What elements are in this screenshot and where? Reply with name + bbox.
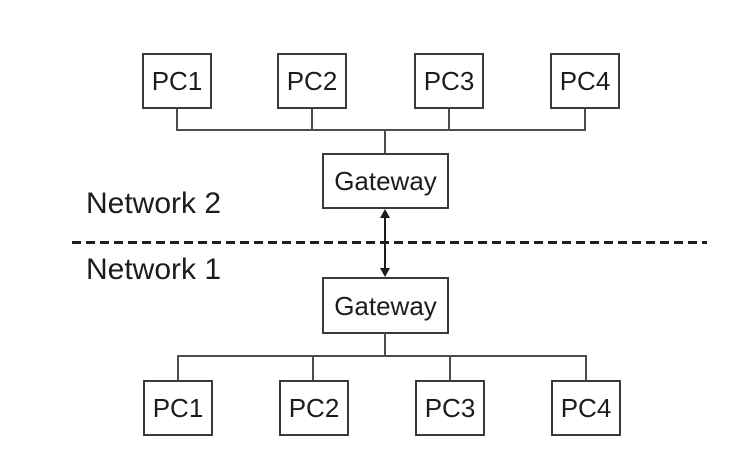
network2-gateway-box: Gateway [322,153,449,209]
network1-bus-line [177,355,587,357]
network2-pc2-label: PC2 [286,66,338,96]
network1-pc3-box: PC3 [415,380,485,436]
network2-pc2-link-line [311,109,313,131]
network1-gateway-label: Gateway [334,290,437,321]
network1-gateway-link-line [384,333,386,357]
network1-pc3-label: PC3 [424,393,476,423]
network2-bus-line [176,129,586,131]
network2-gateway-link-line [384,129,386,155]
network-boundary-dashed-line [72,241,707,244]
network1-pc1-box: PC1 [143,380,213,436]
network2-gateway-label: Gateway [334,166,437,196]
network1-pc2-label: PC2 [288,393,340,423]
network2-label: Network 2 [86,187,222,220]
network2-pc4-link-line [584,109,586,131]
network1-pc4-box: PC4 [551,380,621,436]
network1-pc2-link-line [312,355,314,380]
network1-pc4-link-line [585,355,587,380]
network1-pc3-link-line [449,355,451,380]
network2-pc3-link-line [448,109,450,131]
network2-pc3-label: PC3 [423,66,475,96]
network1-gateway-box: Gateway [322,277,449,334]
network1-pc4-label: PC4 [560,393,612,423]
gateway-link-arrow [384,216,386,270]
network2-pc4-label: PC4 [559,66,611,96]
network2-pc2-box: PC2 [277,53,347,109]
network1-label: Network 1 [86,253,222,286]
network2-pc3-box: PC3 [414,53,484,109]
arrow-down-head-icon [380,268,390,277]
network2-pc1-label: PC1 [151,66,203,96]
network2-pc1-link-line [176,109,178,131]
network1-pc1-link-line [177,355,179,380]
network2-pc1-box: PC1 [142,53,212,109]
network1-pc2-box: PC2 [279,380,349,436]
network1-pc1-label: PC1 [152,393,204,423]
arrow-up-head-icon [380,209,390,218]
network2-pc4-box: PC4 [550,53,620,109]
